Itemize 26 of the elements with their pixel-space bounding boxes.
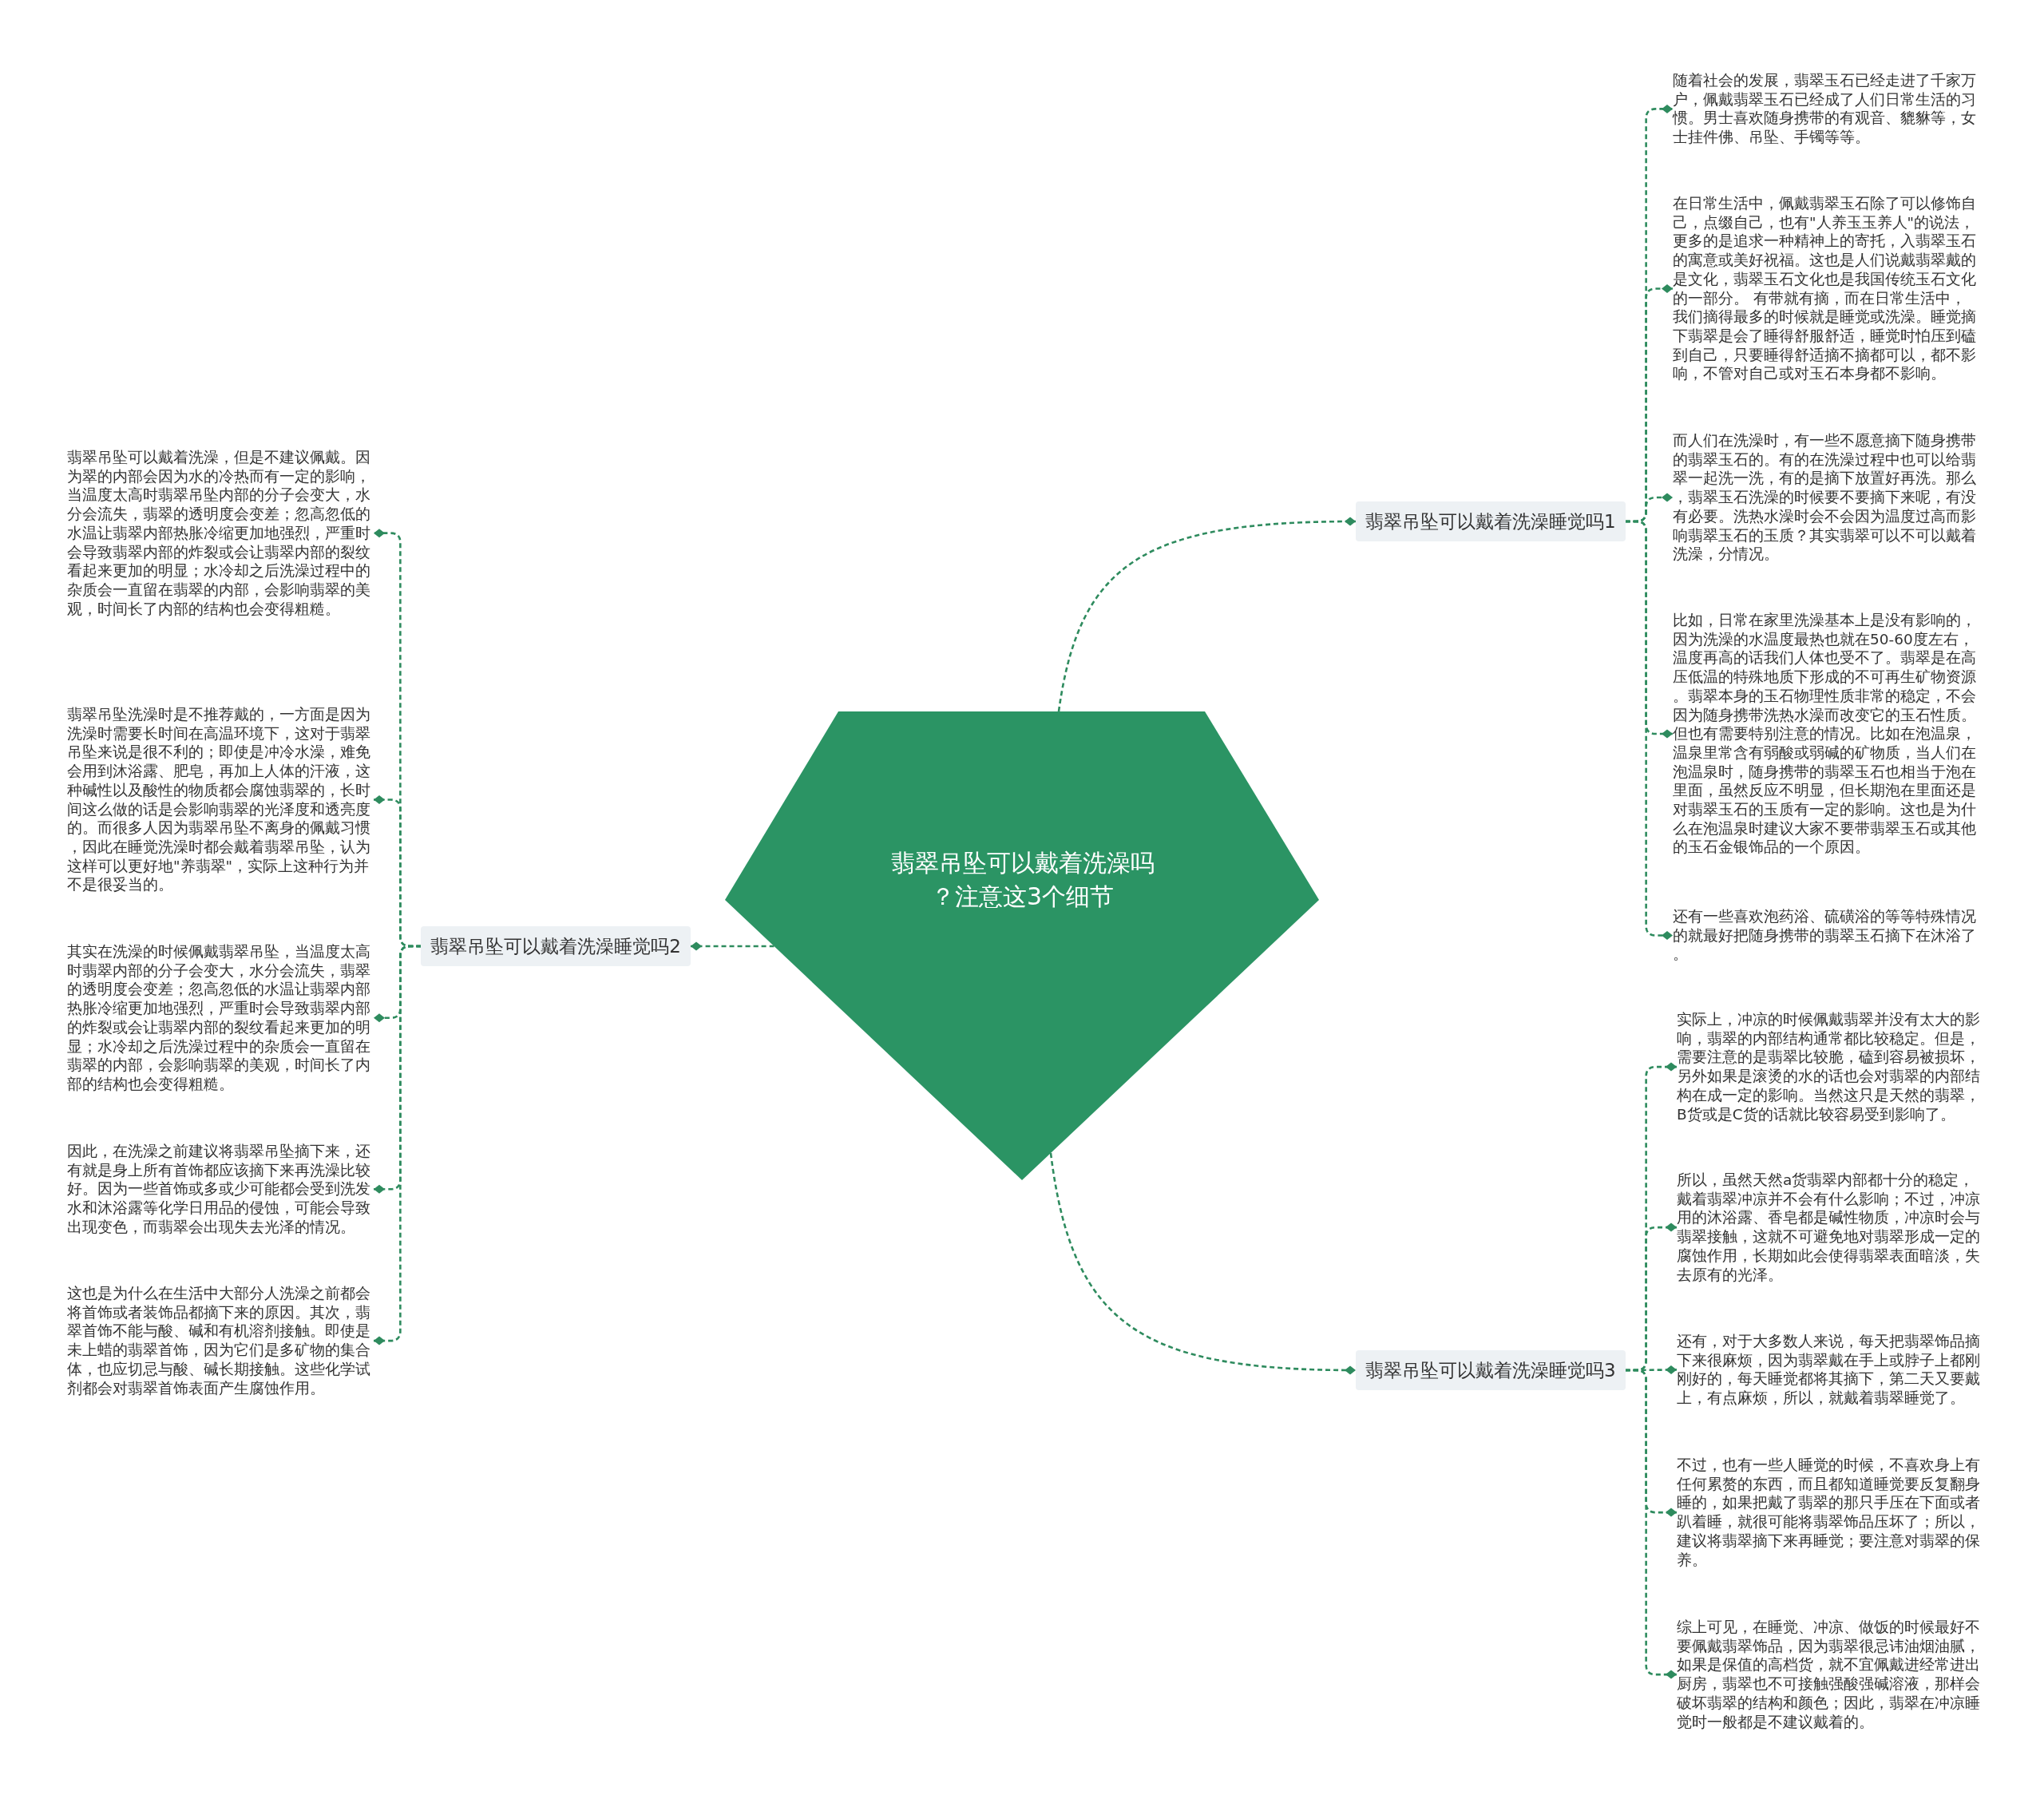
note-text: 还有，对于大多数人来说，每天把翡翠饰品摘下来很麻烦，因为翡翠戴在手上或脖子上都刚刚好的，每天睡觉都将其摘下，第二天又要戴上，有点麻烦，所以，就戴着翡翠睡觉了。	[1677, 1332, 1983, 1408]
note-text: 而人们在洗澡时，有一些不愿意摘下随身携带的翡翠玉石的。有的在洗澡过程中也可以给翡翠一起洗一洗，有的是摘下放置好再洗。那么，翡翠玉石洗澡的时候要不要摘下来呢，有没有必要。洗热水澡时会不会因为温度过高而影响翡翠玉石的玉质？其实翡翠可以不可以戴着洗澡，分情况。	[1673, 431, 1979, 564]
note-text: 综上可见，在睡觉、冲凉、做饭的时候最好不要佩戴翡翠饰品，因为翡翠很忌讳油烟油腻，如果是保值的高档货，就不宜佩戴进经常进出厨房，翡翠也不可接触强酸强碱溶液，那样会破坏翡翠的结构和颜色；因此，翡翠在冲凉睡觉时一般都是不建议戴着的。	[1677, 1618, 1983, 1732]
note-text: 不过，也有一些人睡觉的时候，不喜欢身上有任何累赘的东西，而且都知道睡觉要反复翻身睡的，如果把戴了翡翠的那只手压在下面或者趴着睡，就很可能将翡翠饰品压坏了；所以，建议将翡翠摘下来再睡觉；要注意对翡翠的保养。	[1677, 1456, 1983, 1570]
note-text: 所以，虽然天然a货翡翠内部都十分的稳定，戴着翡翠冲凉并不会有什么影响；不过，冲凉用的沐浴露、香皂都是碱性物质，冲凉时会与翡翠接触，这就不可避免地对翡翠形成一定的腐蚀作用，长期如此会使得翡翠表面暗淡，失去原有的光泽。	[1677, 1171, 1983, 1285]
note-text: 比如，日常在家里洗澡基本上是没有影响的，因为洗澡的水温度最热也就在50-60度左右，温度再高的话我们人体也受不了。翡翠是在高压低温的特殊地质下形成的不可再生矿物资源。翡翠本身的玉石物理性质非常的稳定，不会因为随身携带洗热水澡而改变它的玉石性质。但也有需要特别注意的情况。比如在泡温泉，温泉里常含有弱酸或弱碱的矿物质，当人们在泡温泉时，随身携带的翡翠玉石也相当于泡在里面，虽然反应不明显，但长期泡在里面还是对翡翠玉石的玉质有一定的影响。这也是为什么在泡温泉时建议大家不要带翡翠玉石或其他的玉石金银饰品的一个原因。	[1673, 611, 1979, 858]
dashed-connector	[374, 945, 422, 1345]
note-text: 翡翠吊坠洗澡时是不推荐戴的，一方面是因为洗澡时需要长时间在高温环境下，这对于翡翠吊坠来说是很不利的；即使是冲冷水澡，难免会用到沐浴露、肥皂，再加上人体的汗液，这种碱性以及酸性的物质都会腐蚀翡翠的，长时间这么做的话是会影响翡翠的光泽度和透亮度的。而很多人因为翡翠吊坠不离身的佩戴习惯，因此在睡觉洗澡时都会戴着翡翠吊坠，认为这样可以更好地"养翡翠"，实际上这种行为并不是很妥当的。	[67, 705, 374, 895]
note-text: 在日常生活中，佩戴翡翠玉石除了可以修饰自己，点缀自己，也有"人养玉玉养人"的说法，更多的是追求一种精神上的寄托，入翡翠玉石的寓意或美好祝福。这也是人们说戴翡翠戴的是文化，翡翠玉石文化也是我国传统玉石文化的一部分。 有带就有摘，而在日常生活中，我们摘得最多的时候就是睡觉或洗澡。睡觉摘下翡翠是会了睡得舒服舒适，睡觉时怕压到磕到自己，只要睡得舒适摘不摘都可以，都不影响，不管对自己或对玉石本身都不影响。	[1673, 194, 1979, 384]
topic-box: 翡翠吊坠可以戴着洗澡睡觉吗1	[1356, 501, 1626, 541]
dashed-connector	[1625, 1369, 1677, 1679]
dashed-connector	[1625, 520, 1673, 941]
pentagon-shape	[725, 711, 1319, 1180]
note-text: 这也是为什么在生活中大部分人洗澡之前都会将首饰或者装饰品都摘下来的原因。其次，翡翠首饰不能与酸、碱和有机溶剂接触。即使是未上蜡的翡翠首饰，因为它们是多矿物的集合体，也应切忌与酸、碱长期接触。这些化学试剂都会对翡翠首饰表面产生腐蚀作用。	[67, 1284, 374, 1398]
topic-box: 翡翠吊坠可以戴着洗澡睡觉吗3	[1356, 1350, 1626, 1390]
dashed-connector	[691, 941, 774, 951]
note-text: 还有一些喜欢泡药浴、硫磺浴的等等特殊情况的就最好把随身携带的翡翠玉石摘下在沐浴了。	[1673, 907, 1979, 965]
central-topic-text: 翡翠吊坠可以戴着洗澡吗？注意这3个细节	[889, 848, 1155, 912]
dashed-connector	[1049, 1152, 1357, 1375]
note-text: 实际上，冲凉的时候佩戴翡翠并没有太大的影响，翡翠的内部结构通常都比较稳定。但是，需要注意的是翡翠比较脆，磕到容易被损坏，另外如果是滚烫的水的话也会对翡翠的内部结构在成一定的影响。当然这只是天然的翡翠，B货或是C货的话就比较容易受到影响了。	[1677, 1010, 1983, 1124]
note-text: 其实在洗澡的时候佩戴翡翠吊坠，当温度太高时翡翠内部的分子会变大，水分会流失，翡翠的透明度会变差；忽高忽低的水温让翡翠内部热胀冷缩更加地强烈，严重时会导致翡翠内部的炸裂或会让翡翠内部的裂纹看起来更加的明显；水冷却之后洗澡过程中的杂质会一直留在翡翠的内部，会影响翡翠的美观，时间长了内部的结构也会变得粗糙。	[67, 942, 374, 1094]
note-text: 翡翠吊坠可以戴着洗澡，但是不建议佩戴。因为翠的内部会因为水的冷热而有一定的影响，当温度太高时翡翠吊坠内部的分子会变大，水分会流失，翡翠的透明度会变差；忽高忽低的水温让翡翠内部热胀冷缩更加地强烈，严重时会导致翡翠内部的炸裂或会让翡翠内部的裂纹看起来更加的明显；水冷却之后洗澡过程中的杂质会一直留在翡翠的内部，会影响翡翠的美观，时间长了内部的结构也会变得粗糙。	[67, 448, 374, 619]
note-text: 随着社会的发展，翡翠玉石已经走进了千家万户，佩戴翡翠玉石已经成了人们日常生活的习惯。男士喜欢随身携带的有观音、貔貅等，女士挂件佛、吊坠、手镯等等。	[1673, 71, 1979, 147]
topic-box: 翡翠吊坠可以戴着洗澡睡觉吗2	[421, 926, 691, 966]
note-text: 因此，在洗澡之前建议将翡翠吊坠摘下来，还有就是身上所有首饰都应该摘下来再洗澡比较好。因为一些首饰或多或少可能都会受到洗发水和沐浴露等化学日用品的侵蚀，可能会导致出现变色，而翡翠会出现失去光泽的情况。	[67, 1142, 374, 1237]
dashed-connector	[1057, 517, 1357, 712]
